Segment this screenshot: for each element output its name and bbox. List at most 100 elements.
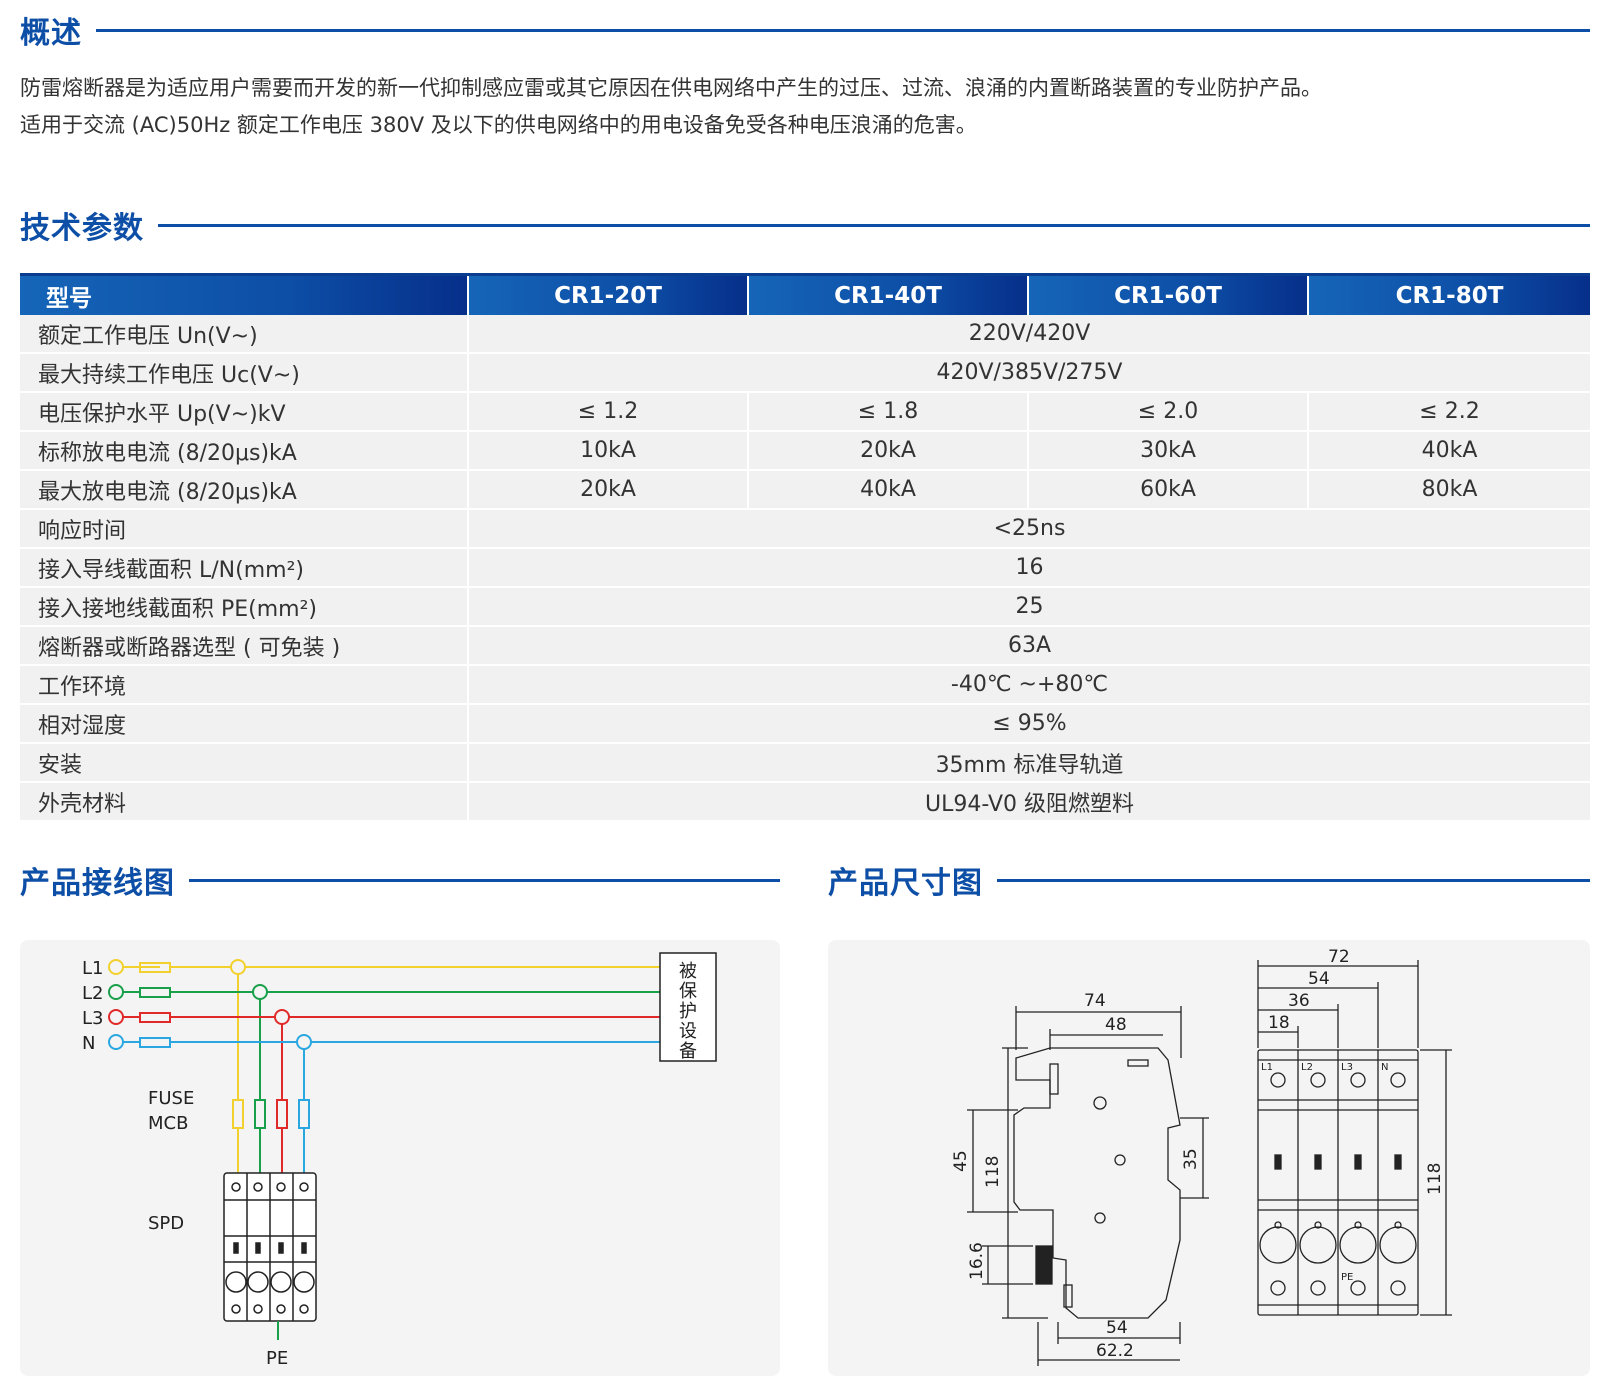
equipment-char: 设 bbox=[679, 1021, 697, 1042]
dimensions-title: 产品尺寸图 bbox=[828, 866, 983, 901]
row-value: ≤ 2.2 bbox=[1307, 392, 1590, 432]
fuse-label: FUSE bbox=[148, 1088, 194, 1109]
spd-device bbox=[223, 1172, 317, 1322]
spec-header-row: 型号 CR1-20T CR1-40T CR1-60T CR1-80T bbox=[20, 273, 1590, 315]
dim-front-36: 36 bbox=[1288, 991, 1310, 1011]
dim-side-118: 118 bbox=[983, 1156, 1003, 1188]
row-label: 标称放电电流 (8/20μs)kA bbox=[20, 431, 468, 471]
protected-equipment-box bbox=[659, 952, 717, 1062]
line-label-l2: L2 bbox=[82, 983, 103, 1004]
row-label: 电压保护水平 Up(V~)kV bbox=[20, 392, 468, 432]
table-row: 相对湿度≤ 95% bbox=[20, 704, 1590, 744]
row-value: 20kA bbox=[747, 431, 1028, 471]
row-value: 30kA bbox=[1027, 431, 1308, 471]
row-value: 80kA bbox=[1307, 470, 1590, 510]
table-row: 电压保护水平 Up(V~)kV ≤ 1.2≤ 1.8≤ 2.0≤ 2.2 bbox=[20, 392, 1590, 432]
equipment-char: 备 bbox=[679, 1041, 697, 1062]
row-label: 接入接地线截面积 PE(mm²) bbox=[20, 587, 468, 627]
dim-side-74: 74 bbox=[1084, 991, 1106, 1011]
row-label: 额定工作电压 Un(V~) bbox=[20, 315, 468, 354]
wire-l3 bbox=[108, 1009, 660, 1175]
row-label: 相对湿度 bbox=[20, 704, 468, 744]
equipment-char: 护 bbox=[679, 1001, 697, 1022]
dim-front-118: 118 bbox=[1425, 1163, 1445, 1195]
dim-front-54: 54 bbox=[1308, 969, 1330, 989]
header-cell: 型号 bbox=[20, 273, 468, 315]
wire-n bbox=[108, 1034, 660, 1175]
specs-section-title: 技术参数 bbox=[20, 203, 1590, 247]
row-value: 63A bbox=[467, 626, 1590, 666]
dim-front-18: 18 bbox=[1268, 1013, 1290, 1033]
dim-side-62-2: 62.2 bbox=[1096, 1341, 1134, 1361]
title-divider bbox=[189, 878, 780, 882]
table-row: 最大持续工作电压 Uc(V~)420V/385V/275V bbox=[20, 353, 1590, 393]
row-value: 20kA bbox=[467, 470, 748, 510]
table-row: 接入导线截面积 L/N(mm²)16 bbox=[20, 548, 1590, 588]
table-row: 接入接地线截面积 PE(mm²)25 bbox=[20, 587, 1590, 627]
row-label: 响应时间 bbox=[20, 509, 468, 549]
equipment-char: 被 bbox=[679, 961, 697, 982]
pe-label: PE bbox=[266, 1348, 288, 1369]
wire-l1 bbox=[108, 959, 660, 1175]
mcb-label: MCB bbox=[148, 1113, 188, 1134]
line-label-l3: L3 bbox=[82, 1008, 103, 1029]
row-value: <25ns bbox=[467, 509, 1590, 549]
line-label-n: N bbox=[82, 1033, 95, 1054]
title-divider bbox=[158, 223, 1590, 227]
dim-front-72: 72 bbox=[1328, 947, 1350, 967]
wire-l2 bbox=[108, 984, 660, 1175]
wiring-diagram: L1 L2 L3 N bbox=[82, 952, 717, 1369]
pole-label: L1 bbox=[1261, 1062, 1273, 1073]
table-row: 工作环境-40℃ ~+80℃ bbox=[20, 665, 1590, 705]
row-value: ≤ 95% bbox=[467, 704, 1590, 744]
table-row: 额定工作电压 Un(V~)220V/420V bbox=[20, 315, 1590, 354]
row-value: ≤ 1.8 bbox=[747, 392, 1028, 432]
dim-side-45: 45 bbox=[951, 1150, 971, 1172]
dimensions-section-title: 产品尺寸图 bbox=[828, 858, 1590, 902]
side-view bbox=[1013, 1047, 1181, 1319]
title-divider bbox=[96, 28, 1590, 32]
row-value: 25 bbox=[467, 587, 1590, 627]
spec-table: 型号 CR1-20T CR1-40T CR1-60T CR1-80T 额定工作电… bbox=[20, 273, 1590, 822]
table-row: 响应时间<25ns bbox=[20, 509, 1590, 549]
dimensions-panel: 74 48 118 45 16.6 35 54 62.2 72 54 36 18… bbox=[828, 940, 1590, 1376]
overview-title: 概述 bbox=[20, 16, 82, 51]
row-value: UL94-V0 级阻燃塑料 bbox=[467, 782, 1590, 822]
dim-side-54: 54 bbox=[1106, 1318, 1128, 1338]
specs-title: 技术参数 bbox=[20, 211, 144, 246]
line-label-l1: L1 bbox=[82, 958, 103, 979]
row-label: 接入导线截面积 L/N(mm²) bbox=[20, 548, 468, 588]
row-label: 最大放电电流 (8/20μs)kA bbox=[20, 470, 468, 510]
wiring-section-title: 产品接线图 bbox=[20, 858, 780, 902]
row-label: 熔断器或断路器选型 ( 可免装 ) bbox=[20, 626, 468, 666]
overview-section-title: 概述 bbox=[20, 8, 1590, 52]
pole-label: N bbox=[1381, 1062, 1388, 1073]
dim-side-16-6: 16.6 bbox=[967, 1242, 987, 1280]
row-value: -40℃ ~+80℃ bbox=[467, 665, 1590, 705]
row-value: 16 bbox=[467, 548, 1590, 588]
row-value: 40kA bbox=[1307, 431, 1590, 471]
header-cell: CR1-20T bbox=[467, 273, 748, 315]
row-value: 420V/385V/275V bbox=[467, 353, 1590, 393]
row-label: 外壳材料 bbox=[20, 782, 468, 822]
wiring-panel: L1 L2 L3 N bbox=[20, 940, 780, 1376]
table-row: 熔断器或断路器选型 ( 可免装 )63A bbox=[20, 626, 1590, 666]
row-value: 40kA bbox=[747, 470, 1028, 510]
dimension-drawing: 74 48 118 45 16.6 35 54 62.2 72 54 36 18… bbox=[951, 947, 1452, 1366]
pole-label: L2 bbox=[1301, 1062, 1313, 1073]
title-divider bbox=[997, 878, 1590, 882]
row-value: 35mm 标准导轨道 bbox=[467, 743, 1590, 783]
row-label: 最大持续工作电压 Uc(V~) bbox=[20, 353, 468, 393]
row-label: 工作环境 bbox=[20, 665, 468, 705]
spd-label: SPD bbox=[148, 1213, 184, 1234]
pole-label: L3 bbox=[1341, 1062, 1353, 1073]
front-view bbox=[1257, 1049, 1419, 1316]
pe-terminal-label: PE bbox=[1341, 1272, 1353, 1283]
equipment-char: 保 bbox=[679, 981, 697, 1002]
header-cell: CR1-80T bbox=[1307, 273, 1590, 315]
wiring-title: 产品接线图 bbox=[20, 866, 175, 901]
front-dimension-lines bbox=[1257, 960, 1452, 1316]
